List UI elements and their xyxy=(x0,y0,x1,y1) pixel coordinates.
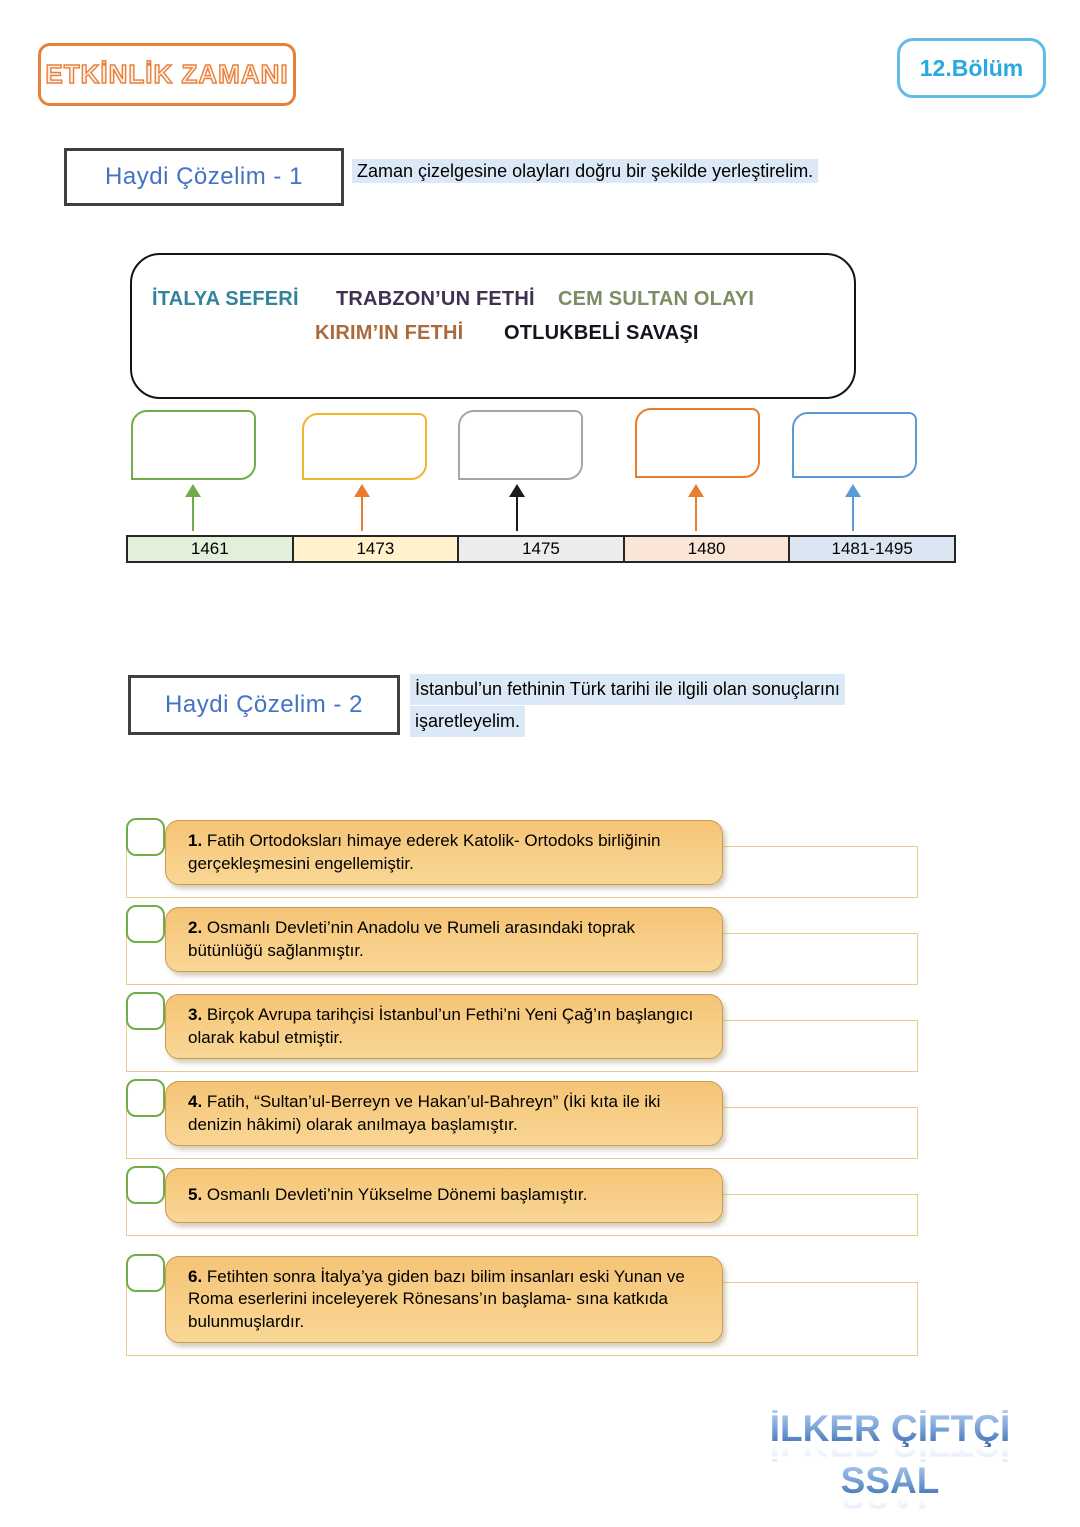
arrow-up-icon xyxy=(353,484,371,531)
item-number: 4. xyxy=(188,1092,203,1111)
arrow-up-icon xyxy=(184,484,202,531)
result-item-1: 1. Fatih Ortodoksları himaye ederek Kato… xyxy=(126,818,918,898)
item-checkbox-1[interactable] xyxy=(126,818,165,856)
event-cem-sultan-olayi: CEM SULTAN OLAYI xyxy=(558,288,755,310)
section2-title-box: Haydi Çözelim - 2 xyxy=(128,675,400,735)
year-cell-1481-1495: 1481-1495 xyxy=(788,537,954,561)
item-number: 3. xyxy=(188,1005,203,1024)
event-otlukbeli-savasi: OTLUKBELİ SAVAŞI xyxy=(504,322,699,344)
results-checklist: 1. Fatih Ortodoksları himaye ederek Kato… xyxy=(126,818,918,1365)
timeline-slot-1461[interactable] xyxy=(131,410,256,480)
item-number: 1. xyxy=(188,831,203,850)
year-cell-1475: 1475 xyxy=(457,537,623,561)
result-item-6: 6. Fetihten sonra İtalya’ya giden bazı b… xyxy=(126,1253,918,1356)
section1-instruction-text: Zaman çizelgesine olayları doğru bir şek… xyxy=(352,159,819,183)
result-item-4: 4. Fatih, “Sultan’ul-Berreyn ve Hakan’ul… xyxy=(126,1079,918,1159)
activity-time-badge: ETKİNLİK ZAMANI xyxy=(38,43,296,106)
section2-title: Haydi Çözelim - 2 xyxy=(165,691,363,718)
section1-title: Haydi Çözelim - 1 xyxy=(105,163,303,190)
year-cell-1480: 1480 xyxy=(622,537,789,561)
event-italya-seferi: İTALYA SEFERİ xyxy=(152,288,299,310)
arrow-up-icon xyxy=(844,484,862,531)
watermark-reflection: İLKER ÇİFTÇİ xyxy=(745,1444,1035,1462)
arrow-up-icon xyxy=(508,484,526,531)
year-cell-1473: 1473 xyxy=(291,537,458,561)
arrow-up-icon xyxy=(687,484,705,531)
year-bar: 1461 1473 1475 1480 1481-1495 xyxy=(126,535,956,563)
year-cell-1461: 1461 xyxy=(128,537,292,561)
item-card-4: 4. Fatih, “Sultan’ul-Berreyn ve Hakan’ul… xyxy=(165,1081,723,1146)
result-item-3: 3. Birçok Avrupa tarihçisi İstanbul’un F… xyxy=(126,992,918,1072)
item-card-3: 3. Birçok Avrupa tarihçisi İstanbul’un F… xyxy=(165,994,723,1059)
section1-instruction: Zaman çizelgesine olayları doğru bir şek… xyxy=(352,159,819,183)
section1-title-box: Haydi Çözelim - 1 xyxy=(64,148,344,206)
watermark-line1: İLKER ÇİFTÇİ xyxy=(745,1410,1035,1447)
event-trabzonun-fethi: TRABZON’UN FETHİ xyxy=(336,288,535,310)
item-number: 6. xyxy=(188,1266,203,1286)
chapter-badge: 12.Bölüm xyxy=(897,38,1046,98)
section2-instruction-line2: işaretleyelim. xyxy=(410,706,526,737)
item-card-1: 1. Fatih Ortodoksları himaye ederek Kato… xyxy=(165,820,723,885)
activity-time-label: ETKİNLİK ZAMANI xyxy=(45,58,289,89)
item-text: Fatih Ortodoksları himaye ederek Katolik… xyxy=(188,831,661,873)
timeline-slot-1475[interactable] xyxy=(458,410,583,480)
item-text: Osmanlı Devleti’nin Yükselme Dönemi başl… xyxy=(206,1185,588,1204)
item-checkbox-5[interactable] xyxy=(126,1166,165,1204)
item-text: Birçok Avrupa tarihçisi İstanbul’un Feth… xyxy=(188,1005,694,1047)
item-checkbox-2[interactable] xyxy=(126,905,165,943)
event-kirimin-fethi: KIRIM’IN FETHİ xyxy=(315,322,464,344)
timeline-slot-1480[interactable] xyxy=(635,408,760,478)
item-card-2: 2. Osmanlı Devleti’nin Anadolu ve Rumeli… xyxy=(165,907,723,972)
item-number: 2. xyxy=(188,918,203,937)
item-checkbox-6[interactable] xyxy=(126,1253,165,1292)
item-card-5: 5. Osmanlı Devleti’nin Yükselme Dönemi b… xyxy=(165,1168,723,1223)
item-checkbox-4[interactable] xyxy=(126,1079,165,1117)
item-card-6: 6. Fetihten sonra İtalya’ya giden bazı b… xyxy=(165,1255,723,1343)
item-text: Fetihten sonra İtalya’ya giden bazı bili… xyxy=(188,1266,685,1331)
item-checkbox-3[interactable] xyxy=(126,992,165,1030)
result-item-2: 2. Osmanlı Devleti’nin Anadolu ve Rumeli… xyxy=(126,905,918,985)
timeline-slot-1481-1495[interactable] xyxy=(792,412,917,478)
item-text: Osmanlı Devleti’nin Anadolu ve Rumeli ar… xyxy=(188,918,635,960)
section2-instruction-line1: İstanbul’un fethinin Türk tarihi ile ilg… xyxy=(410,674,845,705)
events-pool-box: İTALYA SEFERİ TRABZON’UN FETHİ CEM SULTA… xyxy=(130,253,856,399)
timeline-slot-1473[interactable] xyxy=(302,413,427,480)
item-text: Fatih, “Sultan’ul-Berreyn ve Hakan’ul-Ba… xyxy=(188,1092,661,1134)
item-number: 5. xyxy=(188,1185,203,1204)
section2-instruction: İstanbul’un fethinin Türk tarihi ile ilg… xyxy=(410,674,870,738)
watermark-reflection: SSAL xyxy=(745,1496,1035,1514)
watermark-line2: SSAL xyxy=(745,1462,1035,1499)
result-item-5: 5. Osmanlı Devleti’nin Yükselme Dönemi b… xyxy=(126,1166,918,1236)
watermark: İLKER ÇİFTÇİ İLKER ÇİFTÇİ SSAL SSAL xyxy=(745,1410,1035,1514)
